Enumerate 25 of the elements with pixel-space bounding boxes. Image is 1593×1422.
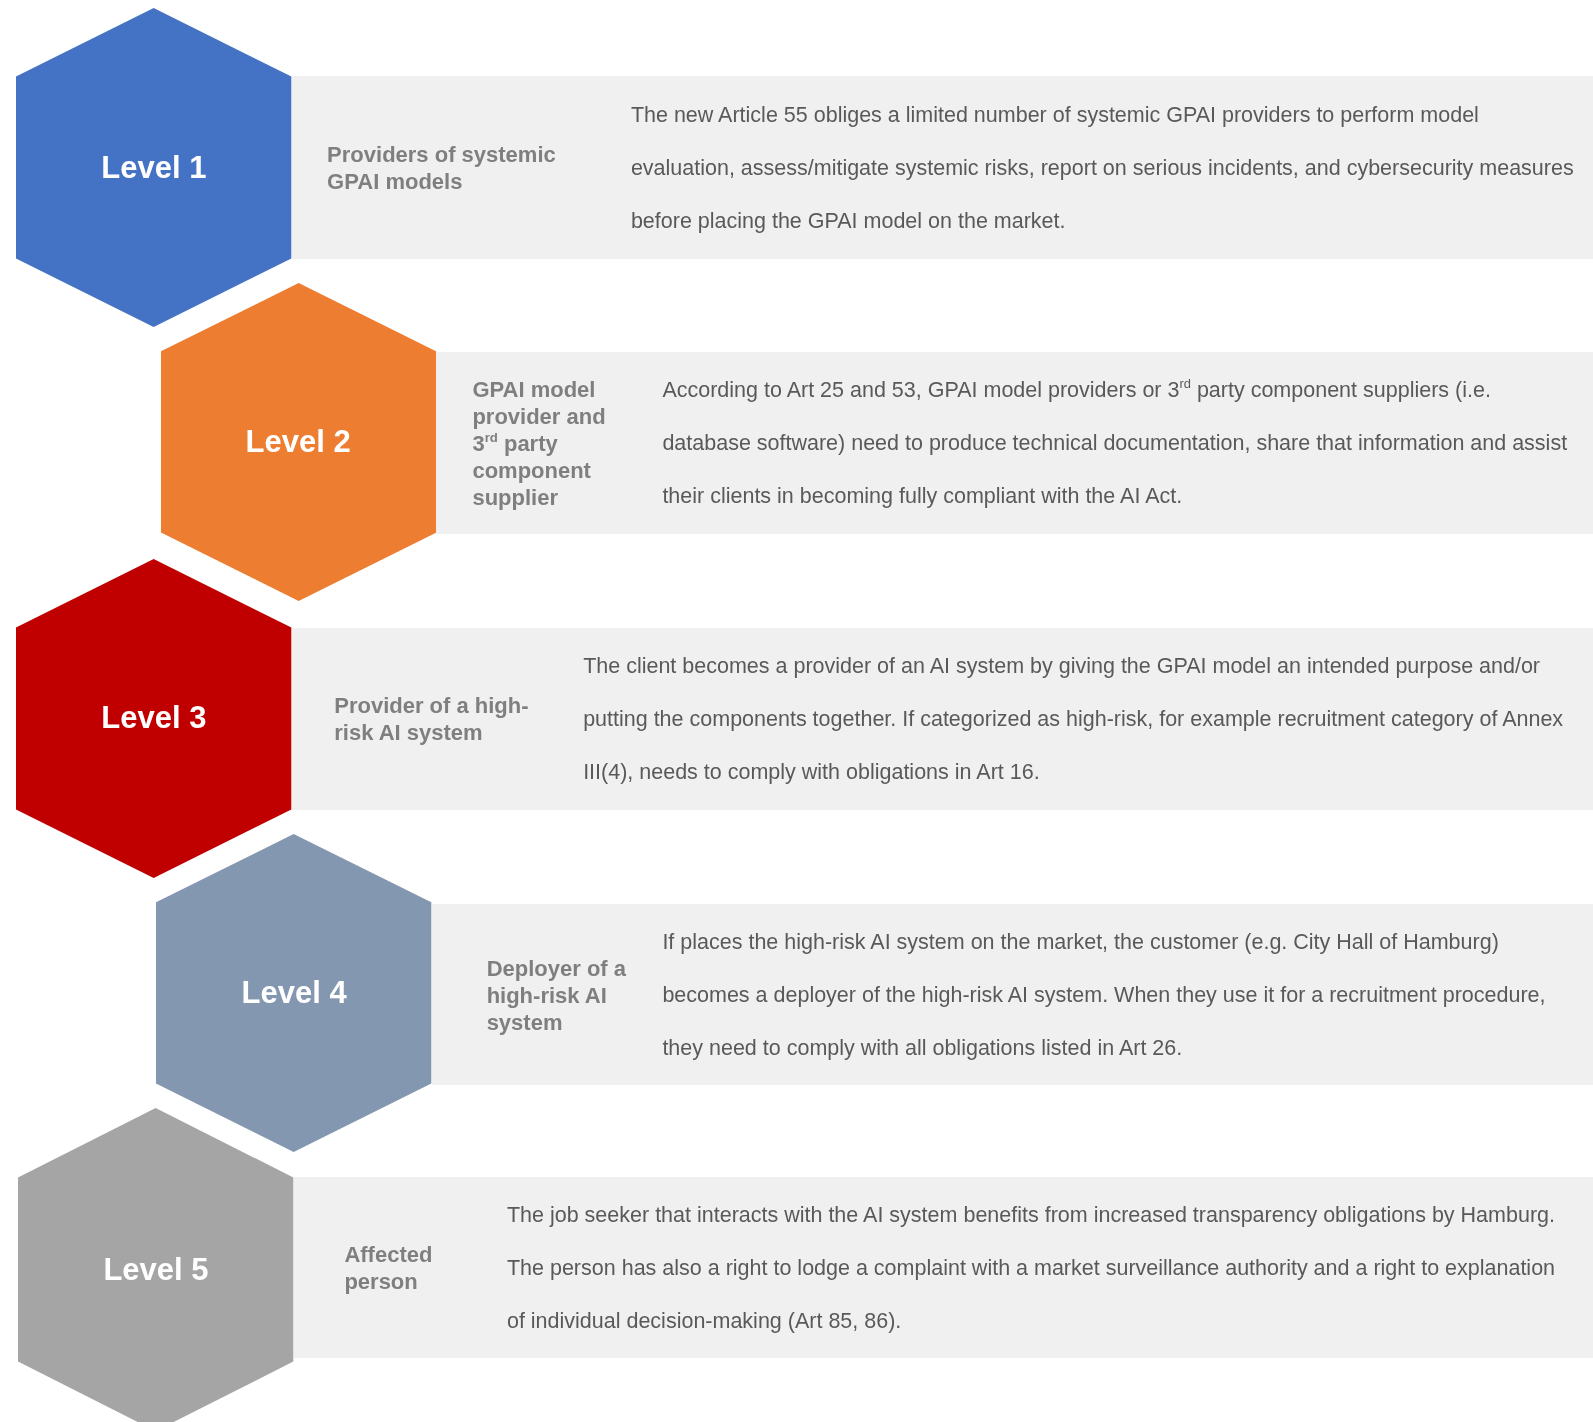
description-text: If places the high-risk AI system on the market, the customer (e.g. City Hall of Hamburg) becomes a deployer of the high-risk AI system. When they use it for a recruitment procedure, they need to comply with all obligations listed in Art 26. (662, 928, 1547, 1062)
level-hexagon (18, 1108, 294, 1422)
description-panel (293, 1177, 1593, 1359)
level-label: Level 1 (100, 149, 208, 186)
description-text: The new Article 55 obliges a limited number of systemic GPAI providers to perform model evaluation, assess/mitigate systemic risks, report on serious incidents, and cybersecurity measures before placing the GPAI model on the market. (630, 101, 1575, 235)
level-label: Level 5 (102, 1251, 210, 1288)
description-panel (435, 351, 1593, 535)
description-panel (291, 76, 1593, 260)
role-heading: Affected person (344, 1240, 434, 1295)
description-text: The client becomes a provider of an AI system by giving the GPAI model an intended purpose and/or putting the components together. If categorized as high-risk, for example recruitment category of Annex III(4), needs to comply with obligations in Art 16. (583, 652, 1565, 786)
role-heading: Deployer of a high-risk AI system (486, 954, 627, 1036)
description-text: The job seeker that interacts with the AI system benefits from increased transparency obligations by Hamburg. The person has also a right to lodge a complaint with a market surveillance authority and a right to explanation of individual decision-making (Art 85, 86). (506, 1201, 1557, 1335)
description-text: According to Art 25 and 53, GPAI model providers or 3$^{rd}$ party component suppliers (i.e. database software) need to produce technical documentation, share that information and assist their clients in becoming fully compliant with the AI Act. (662, 375, 1569, 510)
role-heading: Provider of a high-risk AI system (334, 691, 530, 746)
level-hexagon (16, 8, 292, 328)
level-label: Level 4 (240, 975, 348, 1012)
level-hexagon (160, 283, 436, 602)
role-heading: GPAI model provider and 3$^{rd}$ party component supplier (472, 375, 607, 511)
role-heading: Providers of systemic GPAI models (327, 140, 557, 195)
level-label: Level 3 (100, 700, 208, 737)
level-hexagon (16, 558, 292, 878)
level-hexagon (156, 834, 432, 1153)
level-label: Level 2 (244, 424, 352, 461)
description-panel (431, 904, 1593, 1085)
description-panel (291, 627, 1593, 810)
